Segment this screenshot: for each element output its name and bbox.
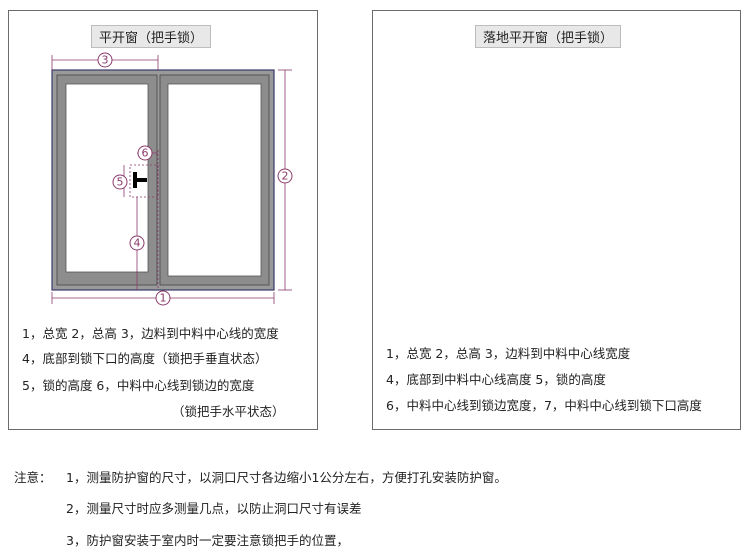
svg-text:4: 4	[134, 237, 141, 250]
svg-text:3: 3	[102, 54, 109, 67]
notes-prefix: 注意：	[14, 470, 52, 485]
svg-text:2: 2	[282, 170, 289, 183]
note-item-2: 2，测量尺寸时应多测量几点，以防止洞口尺寸有误差	[66, 501, 362, 516]
svg-text:6: 6	[142, 147, 149, 160]
floor-casement-window-title: 落地平开窗（把手锁）	[475, 25, 622, 48]
casement-legend-line-4: （锁把手水平状态）	[172, 404, 285, 419]
note-item-3: 3，防护窗安装于室内时一定要注意锁把手的位置，	[66, 533, 349, 548]
right-glass	[167, 83, 262, 277]
floor-legend-line-3: 6，中料中心线到锁边宽度，7，中料中心线到锁下口高度	[386, 398, 702, 413]
casement-legend-line-1: 1，总宽 2，总高 3，边料到中料中心线的宽度	[22, 326, 279, 341]
casement-legend-line-2: 4，底部到锁下口的高度（锁把手垂直状态）	[22, 351, 268, 366]
casement-legend-line-3: 5，锁的高度 6，中料中心线到锁边的宽度	[22, 378, 255, 393]
floor-casement-window-panel	[372, 10, 741, 430]
floor-legend-line-1: 1，总宽 2，总高 3，边料到中料中心线宽度	[386, 346, 631, 361]
casement-window-title: 平开窗（把手锁）	[91, 25, 212, 48]
floor-legend-line-2: 4，底部到中料中心线高度 5，锁的高度	[386, 372, 606, 387]
svg-text:1: 1	[160, 292, 167, 305]
svg-text:5: 5	[117, 176, 124, 189]
casement-window-drawing: 3 2 1 4 5 6	[51, 52, 293, 306]
note-item-1: 1，测量防护窗的尺寸，以洞口尺寸各边缩小1公分左右，方便打孔安装防护窗。	[66, 470, 507, 485]
